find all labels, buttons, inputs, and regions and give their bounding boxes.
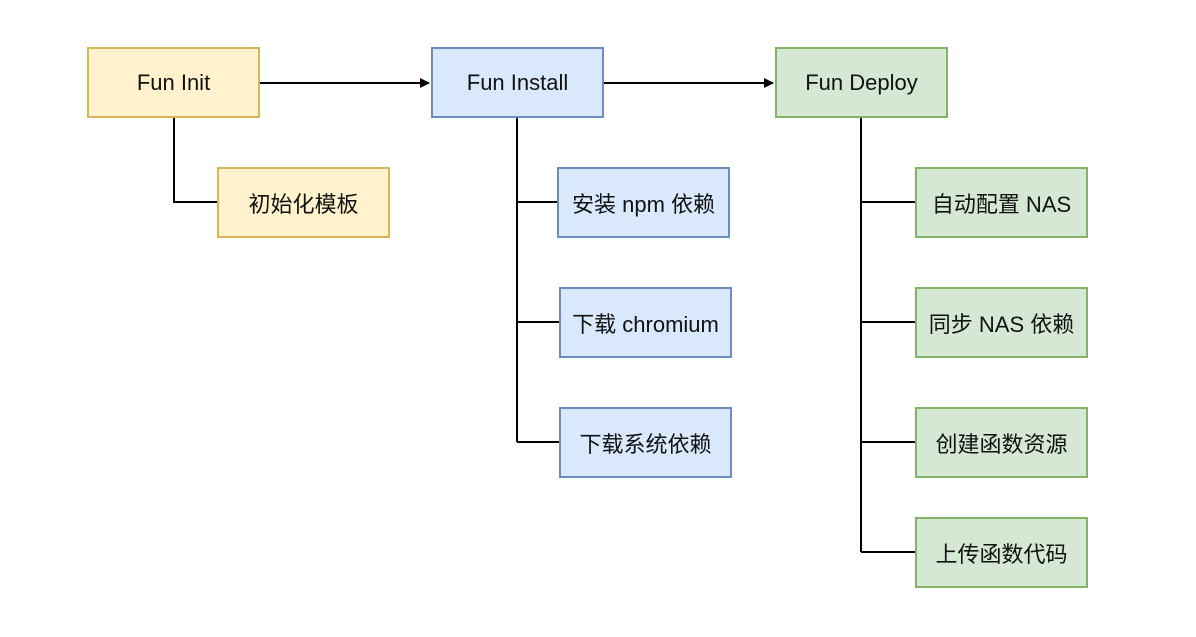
download-system-dependencies-node: 下载系统依赖 [559, 407, 732, 478]
auto-configure-nas-node: 自动配置 NAS [915, 167, 1088, 238]
fun-install-node: Fun Install [431, 47, 604, 118]
fun-init-node: Fun Init [87, 47, 260, 118]
init-template-node: 初始化模板 [217, 167, 390, 238]
upload-function-code-node: 上传函数代码 [915, 517, 1088, 588]
download-chromium-node: 下载 chromium [559, 287, 732, 358]
install-npm-dependencies-node: 安装 npm 依赖 [557, 167, 730, 238]
connector-init-template [173, 118, 217, 203]
fun-deploy-node: Fun Deploy [775, 47, 948, 118]
create-function-resources-node: 创建函数资源 [915, 407, 1088, 478]
sync-nas-dependencies-node: 同步 NAS 依赖 [915, 287, 1088, 358]
